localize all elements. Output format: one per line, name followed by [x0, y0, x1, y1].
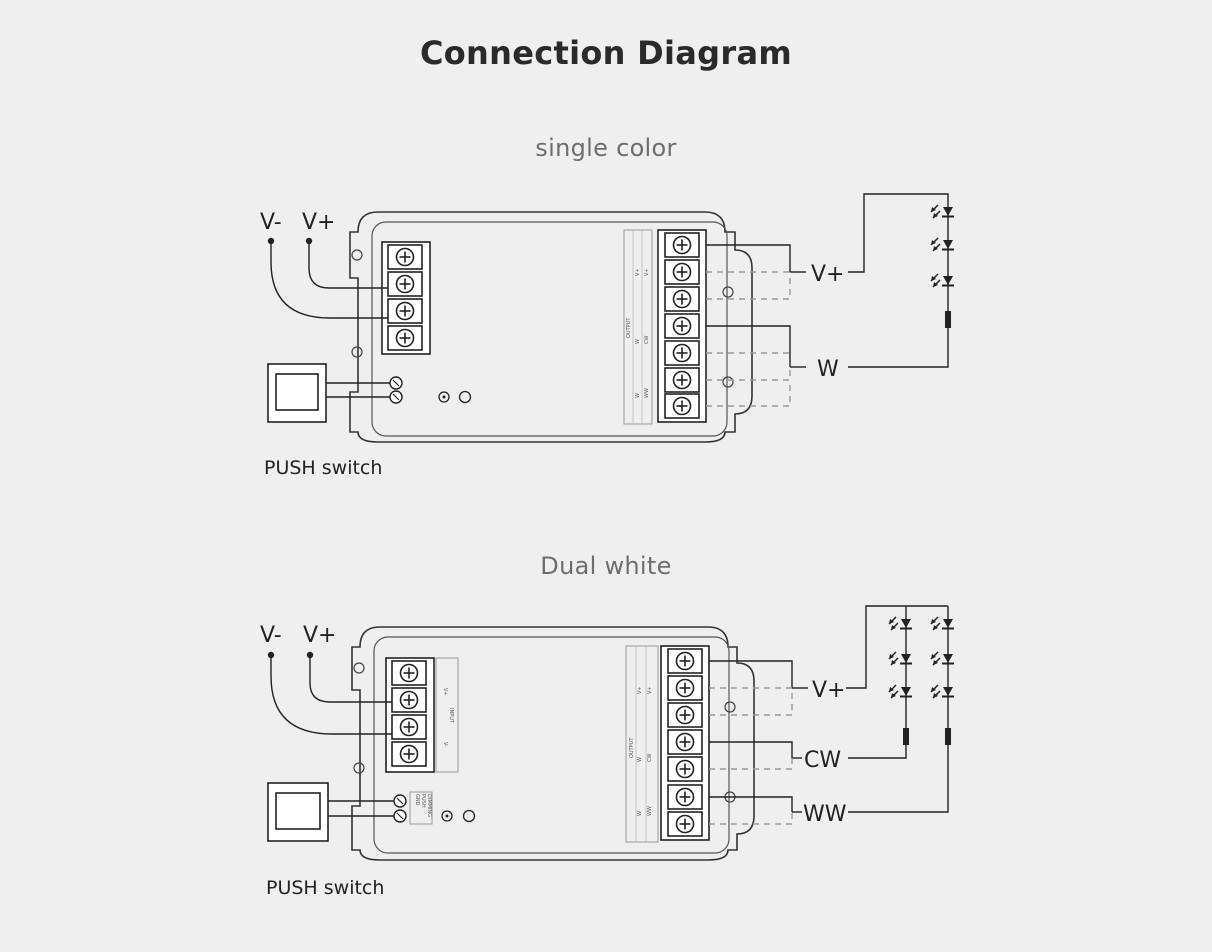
panel-vplus-1: V+ [635, 268, 641, 276]
diagram-dual-white: V+ INPUT V- OUTPUT V+ V+ W CW W WW GND P… [260, 605, 955, 899]
push-switch-label: PUSH switch [264, 457, 382, 479]
output-vplus-label: V+ [811, 262, 844, 287]
panel-gnd: GND [414, 794, 420, 806]
panel-ww: WW [647, 806, 653, 816]
diagram-single-color: OUTPUT V+ V+ W CW W WW PUSH switch V- V+ [260, 193, 955, 479]
panel-w: W [635, 339, 641, 344]
diagram-title-single-color: single color [535, 134, 677, 162]
panel-w-2: W [637, 811, 643, 816]
output-cw-label: CW [804, 748, 841, 773]
panel-ww: WW [644, 388, 650, 398]
input-vplus-label: V+ [303, 623, 336, 648]
led-strip-ww-icon [930, 616, 955, 745]
controller-housing [349, 211, 753, 443]
panel-input-vminus: V- [442, 742, 448, 747]
panel-output-label: OUTPUT [626, 317, 632, 338]
panel-output-label: OUTPUT [629, 737, 635, 758]
panel-w-2: W [635, 393, 641, 398]
input-vplus-label: V+ [302, 210, 335, 235]
panel-push: PUSH [420, 794, 426, 808]
panel-cw: CW [644, 336, 650, 344]
controller-housing [351, 626, 755, 861]
panel-dimming: DIMMING [426, 794, 432, 817]
output-vplus-label: V+ [812, 678, 845, 703]
panel-vplus-2: V+ [644, 268, 650, 276]
output-w-label: W [817, 357, 839, 382]
led-strip-icon [930, 204, 955, 328]
diagram-title-dual-white: Dual white [540, 552, 672, 580]
input-vminus-label: V- [260, 210, 282, 235]
panel-input-label: INPUT [448, 708, 454, 724]
panel-vplus-1: V+ [637, 686, 643, 694]
led-strip-cw-icon [888, 616, 913, 745]
page-title: Connection Diagram [419, 34, 793, 72]
panel-input-vplus: V+ [442, 688, 448, 696]
input-vminus-label: V- [260, 623, 282, 648]
panel-cw: CW [647, 754, 653, 762]
panel-vplus-2: V+ [647, 686, 653, 694]
push-switch-label: PUSH switch [266, 877, 384, 899]
output-ww-label: WW [803, 802, 847, 827]
panel-w: W [637, 757, 643, 762]
